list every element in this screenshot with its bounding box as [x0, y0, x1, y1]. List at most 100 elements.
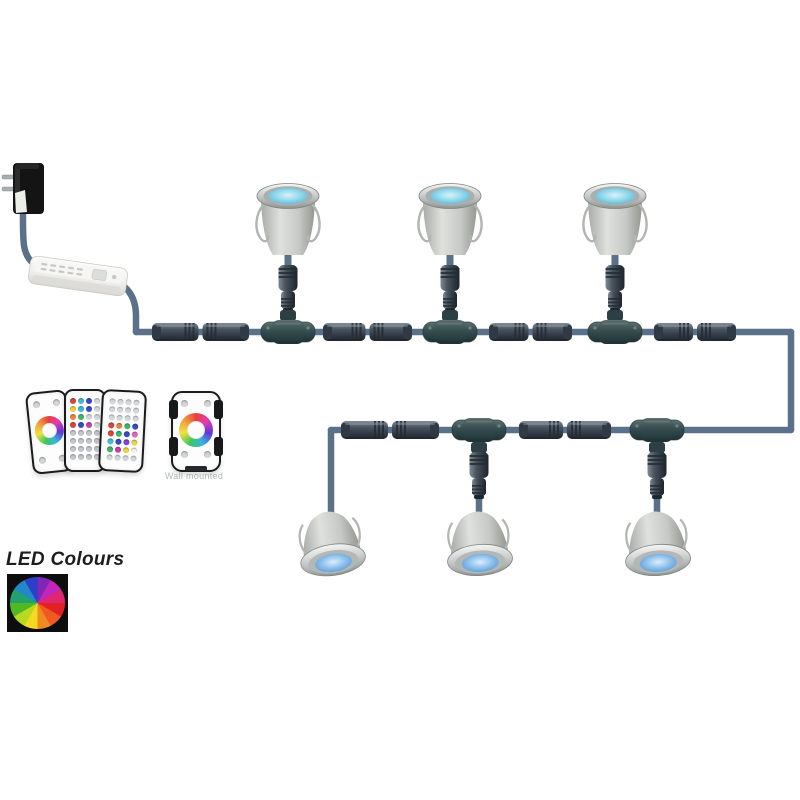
led-lens: [595, 188, 635, 204]
cable-connector-pair: [489, 323, 572, 341]
deck-light-up: [417, 183, 483, 267]
colour-button: [86, 454, 92, 460]
colour-button: [70, 430, 76, 436]
remote-button: [204, 451, 211, 458]
colour-button-grid: [70, 398, 100, 460]
led-lens: [639, 553, 677, 573]
colour-button: [78, 446, 84, 452]
colour-button: [86, 414, 92, 420]
colour-button: [86, 422, 92, 428]
remote-button: [181, 400, 188, 407]
colour-button: [70, 438, 76, 444]
colour-button: [78, 414, 84, 420]
tee-connector: [587, 310, 643, 344]
colour-button: [115, 430, 122, 437]
colour-button: [78, 438, 84, 444]
colour-button: [121, 455, 129, 462]
colour-button: [107, 430, 114, 437]
remote-button: [181, 451, 188, 458]
power-plug: [1, 163, 44, 214]
colour-button: [94, 406, 100, 412]
light-plug-connector: [605, 265, 625, 312]
colour-button: [124, 399, 132, 406]
colour-button: [94, 454, 100, 460]
cable-connector-pair: [323, 323, 412, 341]
colour-button: [94, 430, 100, 436]
colour-button: [116, 414, 123, 421]
colour-button: [70, 446, 76, 452]
cable-connector-pair: [152, 323, 249, 341]
colour-button: [131, 423, 138, 430]
deck-light-up: [255, 183, 321, 267]
light-plug-connector: [278, 265, 298, 312]
colour-button: [108, 414, 115, 421]
remote-button: [52, 398, 61, 407]
colour-button: [124, 407, 131, 414]
colour-button: [116, 398, 124, 405]
colour-button: [124, 415, 131, 422]
led-colour-wheel: [7, 574, 68, 632]
mount-slot: [185, 466, 207, 471]
colour-button: [105, 454, 113, 461]
cable-runs: [19, 207, 795, 528]
led-lens: [268, 188, 308, 204]
colour-button: [70, 414, 76, 420]
colour-button: [123, 431, 130, 438]
led-lens: [461, 553, 499, 573]
colour-button: [78, 422, 84, 428]
colour-button: [122, 439, 130, 446]
colour-button-grid: [105, 398, 140, 462]
wall-bracket: [169, 437, 178, 456]
colour-button: [107, 422, 114, 429]
cable: [19, 207, 37, 267]
colour-button: [86, 438, 92, 444]
colour-button: [94, 446, 100, 452]
wall-bracket: [214, 437, 223, 456]
colour-button: [94, 398, 100, 404]
colour-button: [86, 446, 92, 452]
deck-light-up: [582, 183, 648, 267]
colour-button: [70, 406, 76, 412]
colour-button: [78, 454, 84, 460]
remote-button: [32, 400, 41, 409]
colour-button: [114, 446, 121, 453]
led-colours-label: LED Colours: [6, 549, 125, 570]
tee-connector: [451, 418, 507, 453]
colour-button: [116, 406, 123, 413]
deck-light-down: [447, 511, 513, 576]
colour-button: [86, 406, 92, 412]
wall-bracket: [169, 400, 178, 419]
remote-button: [204, 400, 211, 407]
cable-connector-pair: [341, 421, 439, 439]
colour-button: [78, 430, 84, 436]
colour-button: [129, 455, 137, 462]
tee-connector: [629, 418, 685, 453]
colour-button: [132, 399, 140, 406]
cable-connector-pair: [654, 323, 736, 341]
wall-bracket: [214, 400, 223, 419]
colour-button: [132, 415, 139, 422]
colour-button: [86, 430, 92, 436]
colour-ring-center: [187, 421, 205, 439]
led-lens: [315, 553, 352, 573]
colour-button: [123, 423, 130, 430]
colour-button: [78, 406, 84, 412]
colour-button: [115, 422, 122, 429]
tee-connector: [260, 310, 316, 344]
colour-wheel-icon: [10, 577, 65, 629]
colour-button: [70, 398, 76, 404]
colour-button: [70, 422, 76, 428]
led-controller: [28, 255, 128, 297]
colour-button: [106, 446, 113, 453]
colour-button: [108, 406, 115, 413]
colour-button: [86, 398, 92, 404]
deck-light-down: [625, 511, 691, 576]
light-plug-connector: [469, 452, 489, 499]
rf-remote-colour-buttons: [97, 388, 148, 474]
light-plug-connector: [440, 265, 460, 312]
deck-light-down: [298, 511, 366, 577]
colour-button: [78, 398, 84, 404]
colour-button: [108, 398, 116, 405]
